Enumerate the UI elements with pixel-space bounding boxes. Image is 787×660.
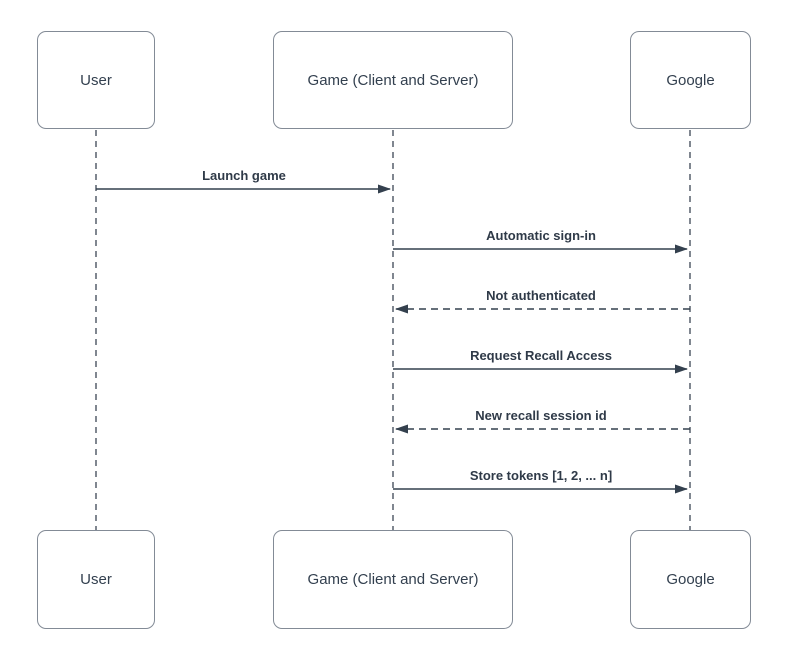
message-label-not-authenticated: Not authenticated [486,288,596,303]
actor-box-game-bottom: Game (Client and Server) [273,530,513,629]
actor-box-user-top: User [37,31,155,129]
actor-box-game-top: Game (Client and Server) [273,31,513,129]
actor-box-google-top: Google [630,31,751,129]
actor-label-google: Google [666,71,715,89]
actor-label-user: User [80,571,112,588]
actor-box-google-bottom: Google [630,530,751,629]
actor-label-google: Google [666,571,715,588]
actor-label-game: Game (Client and Server) [307,571,479,588]
actor-label-user: User [80,71,112,89]
message-label-automatic-sign-in: Automatic sign-in [486,228,596,243]
message-label-store-tokens: Store tokens [1, 2, ... n] [469,468,613,483]
message-label-request-recall-access: Request Recall Access [470,348,612,363]
actor-label-game: Game (Client and Server) [307,71,479,89]
actor-box-user-bottom: User [37,530,155,629]
message-label-new-recall-session-id: New recall session id [475,408,607,423]
message-label-launch-game: Launch game [202,168,286,183]
